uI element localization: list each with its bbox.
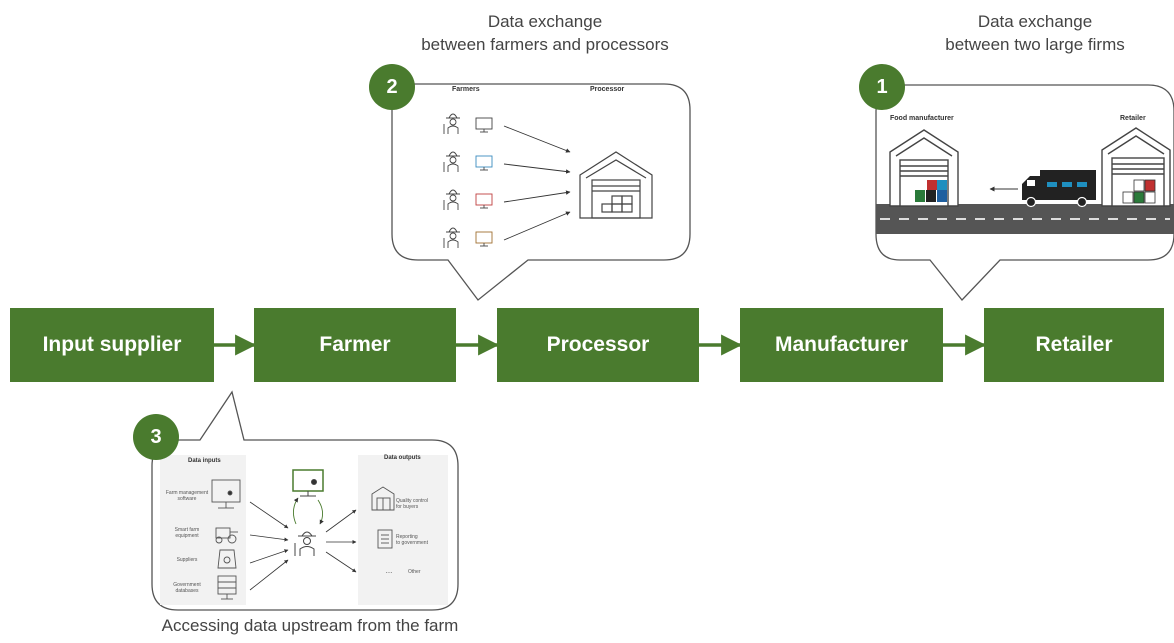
input-label-government: Government databases (162, 582, 212, 594)
input-icons (211, 479, 241, 600)
farmer-icon (443, 113, 460, 134)
caption-line: between farmers and processors (421, 35, 669, 54)
callout-2-bubble (391, 83, 691, 301)
output-label-reporting: Reporting to government (396, 534, 444, 546)
computer-icon (475, 155, 493, 171)
farmer-icons-group (443, 113, 493, 248)
farmers-label: Farmers (452, 86, 480, 93)
computer-icon (475, 117, 493, 133)
node-input-supplier: Input supplier (10, 308, 214, 382)
output-label-other: Other (408, 569, 421, 575)
callout-3-badge: 3 (133, 414, 179, 460)
label-line: software (177, 496, 197, 502)
data-outputs-panel (358, 455, 448, 605)
tractor-icon (215, 527, 238, 544)
label-line: equipment (175, 533, 199, 539)
food-manufacturer-label: Food manufacturer (890, 115, 954, 122)
node-farmer: Farmer (254, 308, 456, 382)
computer-icon (475, 231, 493, 247)
output-label-quality-control: Quality control for buyers (396, 498, 444, 510)
label-line: for buyers (396, 504, 419, 510)
node-label: Manufacturer (774, 333, 909, 356)
label-line: Farm management (165, 490, 209, 496)
output-arrows (325, 509, 357, 573)
node-label: Input supplier (42, 333, 182, 356)
warehouse-icon (371, 486, 395, 511)
caption-line: Data exchange (977, 12, 1093, 31)
label-line: Reporting (396, 534, 418, 540)
node-processor: Processor (497, 308, 699, 382)
processor-label: Processor (590, 86, 625, 93)
computer-icon (475, 193, 493, 209)
label-line: Suppliers (176, 557, 198, 563)
node-label: Retailer (1035, 333, 1113, 356)
seed-bag-icon (217, 549, 237, 569)
farmer-icon (443, 189, 460, 210)
node-retailer: Retailer (984, 308, 1164, 382)
label-line: Smart farm (174, 527, 200, 533)
data-inputs-title: Data inputs (188, 458, 221, 464)
input-label-smart-farm: Smart farm equipment (162, 527, 212, 539)
truck-icon (1022, 170, 1096, 208)
node-label: Processor (546, 333, 650, 356)
sync-arrows (293, 497, 324, 525)
callout-2-badge: 2 (369, 64, 415, 110)
label-line: databases (175, 588, 199, 594)
callout-2-caption: Data exchange between farmers and proces… (380, 10, 710, 56)
warehouse-icon (579, 151, 653, 219)
callout-1-caption: Data exchange between two large firms (900, 10, 1170, 56)
crates-icon (915, 180, 947, 202)
farmer-to-processor-arrows (503, 125, 571, 241)
node-manufacturer: Manufacturer (740, 308, 943, 382)
data-outputs-title: Data outputs (384, 455, 421, 461)
node-label: Farmer (319, 333, 391, 356)
output-icons (371, 486, 395, 549)
label-line: Government (173, 582, 201, 588)
database-icon (217, 575, 237, 600)
farm-computer-icon (292, 469, 324, 497)
retailer-crates-icon (1122, 179, 1156, 204)
input-label-farm-management: Farm management software (162, 490, 212, 502)
farmer-icon (443, 151, 460, 172)
input-label-suppliers: Suppliers (162, 557, 212, 563)
caption-line: between two large firms (945, 35, 1125, 54)
checklist-icon (377, 529, 393, 549)
input-arrows (249, 501, 289, 591)
callout-1-badge: 1 (859, 64, 905, 110)
callout-3-caption: Accessing data upstream from the farm (161, 616, 459, 635)
label-line: Quality control (396, 498, 428, 504)
caption-line: Data exchange (487, 12, 603, 31)
monitor-icon (211, 479, 241, 509)
output-other-dots: ... (385, 566, 393, 575)
retailer-label: Retailer (1120, 115, 1146, 122)
label-line: to government (396, 540, 428, 546)
farmer-icon (443, 227, 460, 248)
farmer-icon (294, 531, 316, 556)
